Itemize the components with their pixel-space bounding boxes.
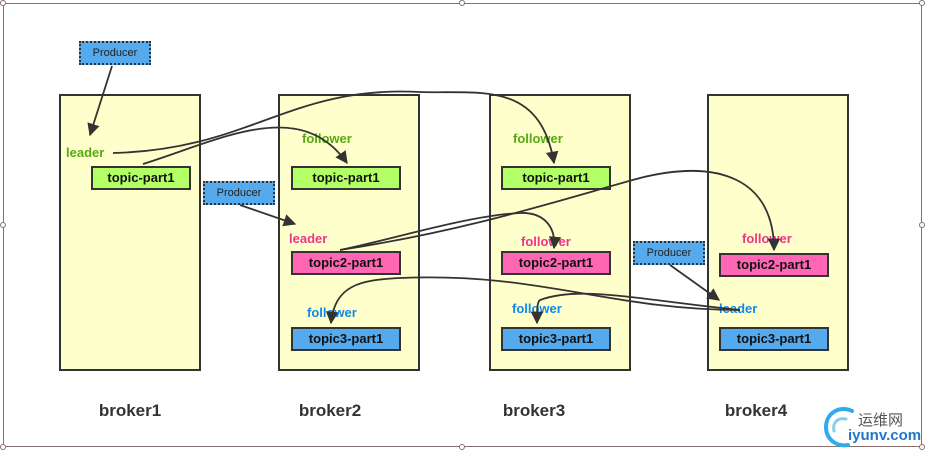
broker1-topic1-partition: topic-part1 <box>91 166 191 190</box>
topic1-replica-to-broker2-arrow <box>142 126 348 165</box>
producer-to-broker2-leader-arrow <box>239 204 297 227</box>
broker1-box <box>59 94 201 371</box>
resize-handle-top-left[interactable] <box>0 0 6 6</box>
topic1-replica-to-broker3-arrow <box>112 90 559 165</box>
resize-handle-left-middle[interactable] <box>0 222 6 228</box>
topic3-replica-to-broker2-arrow <box>325 276 741 325</box>
broker3-topic1-partition: topic-part1 <box>501 166 611 190</box>
resize-handle-top-middle[interactable] <box>459 0 465 6</box>
resize-handle-right-middle[interactable] <box>919 222 925 228</box>
broker4-topic2-partition: topic2-part1 <box>719 253 829 277</box>
broker3-topic2-partition: topic2-part1 <box>501 251 611 275</box>
broker2-topic3-partition: topic3-part1 <box>291 327 401 351</box>
watermark-brand: 运维网 <box>858 412 904 429</box>
watermark-url: iyunv.com <box>848 427 922 444</box>
producer-to-broker4-leader-arrow <box>669 264 721 301</box>
broker2-box <box>278 94 420 371</box>
producer-topic1: Producer <box>79 41 151 65</box>
broker4-box <box>707 94 849 371</box>
resize-handle-bottom-left[interactable] <box>0 444 6 450</box>
broker2-topic2-leader-label: leader <box>289 231 328 246</box>
topic2-replica-to-broker4-arrow <box>339 170 781 252</box>
watermark-logo-icon <box>823 407 854 448</box>
resize-handle-bottom-middle[interactable] <box>459 444 465 450</box>
resize-handle-bottom-right[interactable] <box>919 444 925 450</box>
broker2-topic1-partition: topic-part1 <box>291 166 401 190</box>
broker2-topic2-partition: topic2-part1 <box>291 251 401 275</box>
producer-to-broker1-leader-arrow <box>87 65 113 137</box>
broker2-label: broker2 <box>298 401 362 420</box>
broker3-topic3-partition: topic3-part1 <box>501 327 611 351</box>
topic3-replica-to-broker3-arrow <box>530 292 741 325</box>
producer-topic3: Producer <box>633 241 705 265</box>
resize-handle-top-right[interactable] <box>919 0 925 6</box>
broker4-topic3-partition: topic3-part1 <box>719 327 829 351</box>
producer-topic2: Producer <box>203 181 275 205</box>
broker1-topic1-leader-label: leader <box>66 145 105 160</box>
broker3-label: broker3 <box>502 401 566 420</box>
broker3-topic1-follower-label: follower <box>513 131 563 146</box>
broker1-label: broker1 <box>98 401 162 420</box>
broker3-box <box>489 94 631 371</box>
topic2-replica-to-broker3-arrow <box>339 212 562 251</box>
watermark: 运维网 iyunv.com <box>820 403 924 449</box>
broker4-topic3-leader-label: leader <box>719 301 758 316</box>
broker4-label: broker4 <box>724 401 788 420</box>
